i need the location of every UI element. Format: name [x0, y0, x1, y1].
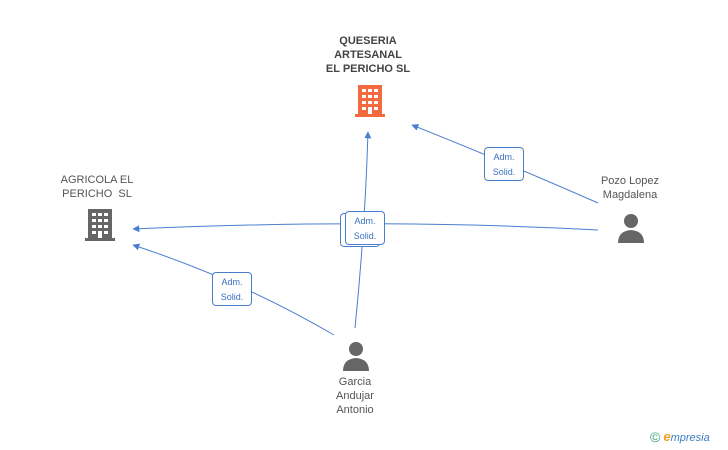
relation-badge-line1: Adm. — [221, 277, 243, 287]
brand-logo-e: e — [663, 429, 671, 444]
building-icon[interactable] — [354, 84, 386, 118]
copyright-symbol: © — [650, 429, 661, 445]
node-pozo-line: Magdalena — [602, 189, 658, 201]
node-queseria-line: EL PERICHO SL — [325, 63, 411, 75]
node-agricola-line: PERICHO SL — [62, 188, 132, 200]
node-agricola-label[interactable]: AGRICOLA EL PERICHO SL — [47, 173, 147, 201]
node-pozo-line: Pozo Lopez — [600, 175, 660, 187]
relation-badge-pozo-queseria[interactable]: Adm. Solid. — [484, 147, 524, 181]
relation-badge-line2: Solid. — [220, 292, 244, 302]
relation-badge-line1: Adm. — [354, 216, 376, 226]
node-garcia-label[interactable]: Garcia Andujar Antonio — [305, 375, 405, 417]
node-garcia-line: Antonio — [336, 404, 374, 416]
brand-watermark: ©empresia — [650, 429, 710, 445]
person-icon[interactable] — [341, 340, 371, 372]
node-queseria-line: ARTESANAL — [334, 49, 402, 61]
relation-badge-center[interactable]: Adm. Solid. — [345, 211, 385, 245]
node-queseria-line: QUESERIA — [339, 35, 397, 47]
relation-badge-line1: Adm. — [493, 152, 515, 162]
relation-badge-line2: Solid. — [353, 231, 377, 241]
building-icon[interactable] — [84, 208, 116, 242]
node-queseria-label[interactable]: QUESERIA ARTESANAL EL PERICHO SL — [308, 34, 428, 76]
node-agricola-line: AGRICOLA EL — [60, 174, 134, 186]
brand-logo-text: mpresia — [670, 432, 710, 444]
node-garcia-line: Garcia — [338, 376, 372, 388]
person-icon[interactable] — [616, 212, 646, 244]
node-pozo-label[interactable]: Pozo Lopez Magdalena — [580, 174, 680, 202]
relation-badge-garcia-agricola[interactable]: Adm. Solid. — [212, 272, 252, 306]
relation-badge-line2: Solid. — [492, 167, 516, 177]
node-garcia-line: Andujar — [336, 390, 374, 402]
